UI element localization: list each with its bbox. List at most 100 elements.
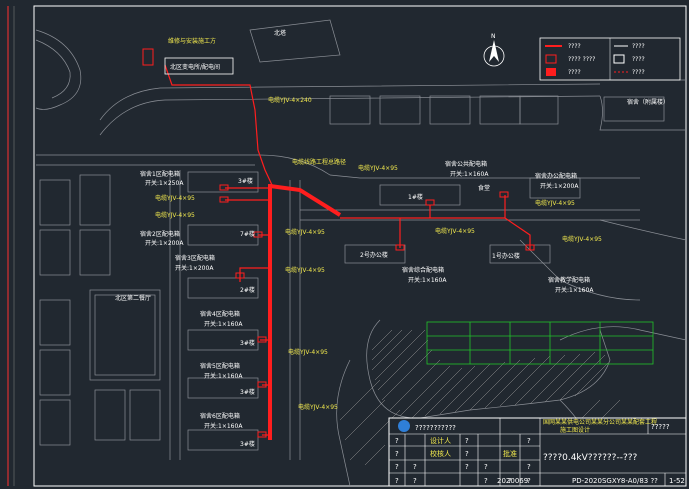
cable-label-b3: 电缆YJV-4×95 (298, 403, 338, 411)
q-10: ? (484, 463, 488, 471)
sign-checker: 校核人 (430, 449, 451, 458)
panel-switch: 开关:1×200A (175, 264, 214, 272)
substation-name: 北区变电所/配电间 (170, 63, 220, 71)
panel-building: 2#楼 (240, 286, 255, 294)
panel-switch: 开关:1×160A (555, 286, 594, 294)
substation-symbol (142, 48, 154, 66)
north-arrow: N (483, 33, 505, 67)
cable-label-main: 电缆YJV-4×240 (268, 96, 312, 104)
panel-title: 宿舍2区配电箱 (140, 230, 180, 238)
q-13: ? (527, 463, 531, 471)
legend-row2-right: ???? (632, 56, 645, 63)
cable-label-b4: 电缆YJV-4×95 (435, 227, 475, 235)
q-15: ? (508, 477, 512, 485)
company-logo-icon (398, 420, 410, 432)
q-3: ? (395, 463, 399, 471)
cable-label-route: 电缆线路工程总路径 (292, 158, 346, 166)
q-6: ? (413, 477, 417, 485)
panel-switch: 开关:1×160A (204, 422, 243, 430)
q-4: ? (395, 477, 399, 485)
q-7: ? (465, 437, 469, 445)
q-5: ? (413, 463, 417, 471)
panel-title: 宿舍4区配电箱 (200, 310, 240, 318)
north-arrow-icon (489, 40, 499, 62)
q-8: ? (465, 450, 469, 458)
school-label: 北区第二餐厅 (115, 294, 151, 302)
stage: ????? (651, 423, 670, 431)
legend-row3-right: ???? (632, 69, 645, 76)
right-building-label: 宿舍（附属楼） (627, 98, 669, 106)
panel-building: 7#楼 (240, 230, 255, 238)
panel-title: 宿舍公共配电箱 (445, 160, 487, 168)
panel-building: 食堂 (478, 184, 490, 192)
q-11: ? (484, 477, 488, 485)
panel-building: 3#楼 (240, 440, 255, 448)
drawing-date: 2020069 (497, 477, 528, 485)
panel-building: 3#楼 (238, 177, 253, 185)
panel-switch: 开关:1×160A (408, 276, 447, 284)
cable-routes (164, 64, 531, 440)
q-2: ? (395, 450, 399, 458)
panel-title: 宿舍办公配电箱 (535, 172, 577, 180)
cable-label-a2: 电缆YJV-4×95 (155, 211, 195, 219)
cable-label-b1: 电缆YJV-4×95 (285, 266, 325, 274)
drawing-number: PD-2020SGXY8-A0/83 ?? (572, 477, 658, 485)
substation-title: 维修与安装施工方 (168, 37, 216, 45)
project-line1: 国网某某供电公司某某分公司某某配套工程 (543, 418, 657, 426)
panel-building: 3#楼 (240, 339, 255, 347)
site-map (35, 19, 687, 487)
panel-switch: 开关:1×200A (145, 239, 184, 247)
panel-switch: 开关:1×160A (204, 372, 243, 380)
q-9: ? (465, 463, 469, 471)
substation[interactable]: 北区变电所/配电间 维修与安装施工方 (142, 37, 234, 75)
north-building-label: 北塔 (274, 29, 286, 37)
panel-switch: 开关:1×160A (204, 320, 243, 328)
panel-title: 宿舍1区配电箱 (140, 170, 180, 178)
cable-label-right: 电缆YJV-4×95 (358, 164, 398, 172)
q-1: ? (395, 437, 399, 445)
cable-label-right2: 电缆YJV-4×95 (535, 199, 575, 207)
cable-label-a3: 电缆YJV-4×95 (285, 228, 325, 236)
drawing-frame (33, 5, 687, 487)
sign-designer: 设计人 (430, 436, 451, 445)
company-name: ??????????? (415, 424, 456, 432)
title-block: ??????????? 国网某某供电公司某某分公司某某配套工程 施工图设计 ??… (388, 417, 687, 487)
panel-title: 宿舍6区配电箱 (200, 412, 240, 420)
panel-switch: 开关:1×200A (540, 182, 579, 190)
legend-row2-left: ???? ???? (568, 56, 595, 63)
panel-switch: 开关:1×250A (145, 179, 184, 187)
legend-row3-left: ???? (568, 69, 581, 76)
sheet-number: 1-52 (669, 477, 685, 485)
cable-label-b2: 电缆YJV-4×95 (288, 348, 328, 356)
legend-row1-right: ???? (632, 43, 645, 50)
north-arrow-label: N (491, 33, 496, 40)
legend-fill-swatch (546, 68, 556, 76)
drawing-title: ????0.4kV??????--??? (543, 453, 637, 463)
panel-title: 宿舍教学配电箱 (548, 276, 590, 284)
q-12: ? (527, 437, 531, 445)
panel-annotations: 宿舍1区配电箱 开关:1×250A 3#楼 宿舍2区配电箱 开关:1×200A … (140, 160, 594, 448)
green-grid-area (426, 321, 654, 365)
panel-markers (219, 184, 535, 438)
cable-label-right3: 电缆YJV-4×95 (562, 235, 602, 243)
panel-building: 1号办公楼 (492, 252, 520, 260)
q-14: ? (527, 477, 531, 485)
panel-title: 宿舍3区配电箱 (175, 254, 215, 262)
cable-label-a1: 电缆YJV-4×95 (155, 194, 195, 202)
sign-approver: 批准 (503, 449, 517, 458)
substation-box (164, 57, 234, 75)
legend: ???? ???? ???? ???? ???? ???? ???? (539, 37, 681, 81)
legend-panel-swatch (613, 54, 625, 64)
panel-title: 宿舍5区配电箱 (200, 362, 240, 370)
panel-building: 1#楼 (408, 193, 423, 201)
legend-box-swatch (545, 54, 557, 64)
legend-row1-left: ???? (568, 43, 581, 50)
project-line2: 施工图设计 (560, 426, 590, 434)
panel-building: 3#楼 (240, 388, 255, 396)
panel-switch: 开关:1×160A (450, 170, 489, 178)
panel-building: 2号办公楼 (360, 251, 388, 259)
title-block-frame (388, 417, 687, 487)
panel-title: 宿舍综合配电箱 (402, 266, 444, 274)
